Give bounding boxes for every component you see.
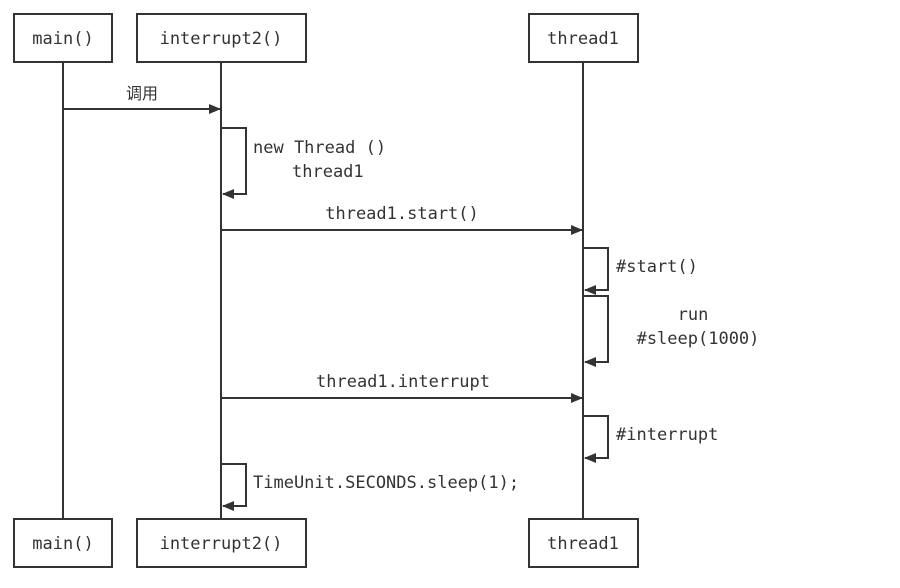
self-call-sleep-label: #sleep(1000) (637, 329, 760, 349)
message-call-label: 调用 (126, 84, 158, 103)
self-call-new-thread-arrow (222, 127, 247, 199)
self-call-start-label: #start() (616, 257, 698, 277)
participant-main-label: main() (32, 29, 93, 49)
message-start-label: thread1.start() (325, 204, 479, 224)
self-call-new-thread-label: new Thread () (253, 138, 386, 158)
participant-interrupt2-label: interrupt2() (160, 534, 283, 554)
participant-interrupt2-label: interrupt2() (160, 29, 283, 49)
self-call-timeunit-sleep-label: TimeUnit.SECONDS.sleep(1); (253, 473, 519, 493)
message-interrupt-label: thread1.interrupt (316, 372, 490, 392)
self-call-timeunit-sleep-arrow (222, 463, 247, 511)
participant-main-bottom: main() (13, 518, 113, 568)
participant-interrupt2-bottom: interrupt2() (136, 518, 307, 568)
participant-thread1-top: thread1 (528, 13, 639, 63)
self-call-sleep-arrow (584, 295, 609, 367)
self-call-new-thread-name: thread1 (292, 162, 364, 182)
participant-thread1-label: thread1 (547, 534, 619, 554)
self-call-interrupt-arrow (584, 415, 609, 463)
participant-interrupt2-top: interrupt2() (136, 13, 307, 63)
participant-main-label: main() (32, 534, 93, 554)
participant-thread1-label: thread1 (547, 29, 619, 49)
self-call-run-label: run (678, 305, 709, 325)
participant-main-top: main() (13, 13, 113, 63)
participant-thread1-bottom: thread1 (528, 518, 639, 568)
self-call-start-arrow (584, 247, 609, 295)
self-call-interrupt-label: #interrupt (616, 425, 718, 445)
